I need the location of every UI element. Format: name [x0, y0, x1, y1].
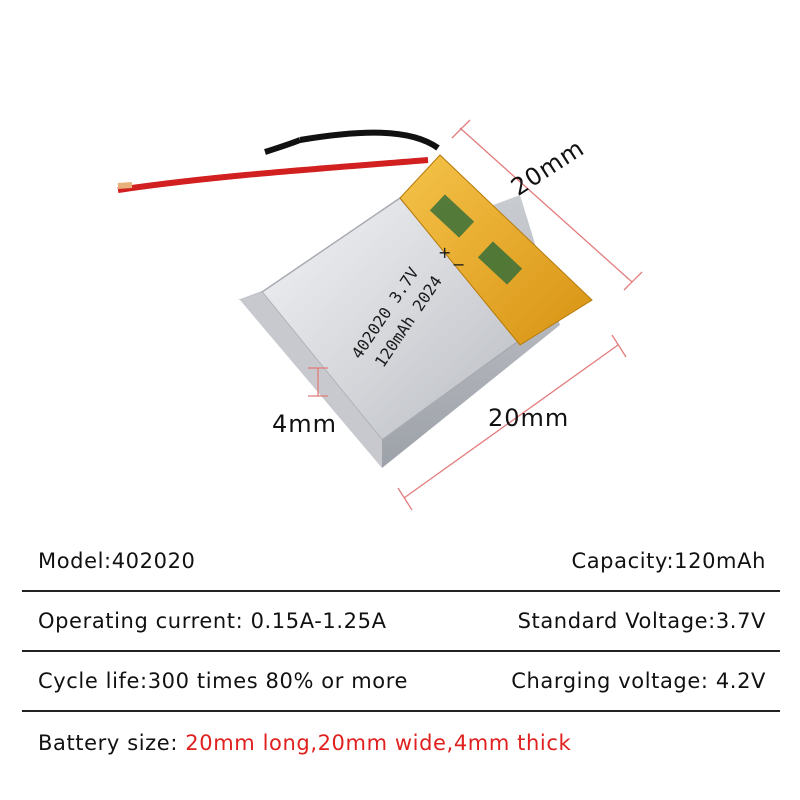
spec-row-model: Model:402020 Capacity:120mAh: [22, 532, 780, 592]
spec-size-label: Battery size:: [38, 731, 186, 755]
spec-battery-size: Battery size: 20mm long,20mm wide,4mm th…: [38, 731, 571, 755]
spec-row-current: Operating current: 0.15A-1.25A Standard …: [22, 592, 780, 652]
spec-model: Model:402020: [38, 549, 196, 573]
spec-row-cycle: Cycle life:300 times 80% or more Chargin…: [22, 652, 780, 712]
spec-standard-voltage: Standard Voltage:3.7V: [517, 609, 766, 633]
spec-charging-voltage: Charging voltage: 4.2V: [511, 669, 766, 693]
minus-sign: −: [452, 255, 465, 274]
dimension-label-thickness: 4mm: [272, 410, 338, 438]
battery-illustration: 402020 3.7V 120mAh 2024 + −: [117, 119, 643, 511]
spec-capacity: Capacity:120mAh: [571, 549, 766, 573]
spec-row-size: Battery size: 20mm long,20mm wide,4mm th…: [22, 714, 780, 772]
spec-size-value: 20mm long,20mm wide,4mm thick: [185, 731, 572, 755]
spec-cycle-life: Cycle life:300 times 80% or more: [38, 669, 409, 693]
dimension-lines: [308, 119, 643, 511]
lead-wires: [117, 129, 440, 193]
dimension-label-bottom: 20mm: [488, 404, 570, 432]
plus-sign: +: [438, 243, 451, 262]
spec-operating-current: Operating current: 0.15A-1.25A: [38, 609, 387, 633]
